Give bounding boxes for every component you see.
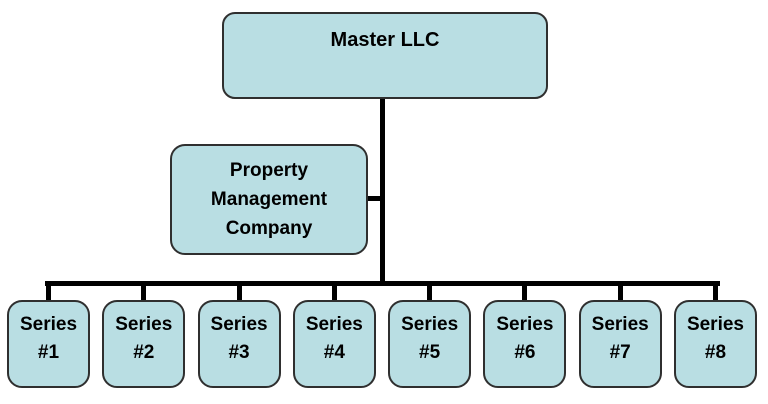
- org-node-series-7: Series #7: [578, 300, 662, 388]
- connector-stub-6: [522, 283, 528, 300]
- series-8-number: #8: [704, 342, 727, 363]
- series-5-number: #5: [419, 342, 441, 363]
- connector-stub-2: [141, 283, 147, 300]
- connector-horizontal-bus: [45, 281, 720, 286]
- series-4-number: #4: [323, 342, 345, 363]
- series-cell-3: Series #3: [197, 283, 281, 388]
- org-node-series-8: Series #8: [673, 300, 757, 388]
- pmc-label-line-1: Property: [229, 160, 309, 181]
- series-5-label: Series: [401, 314, 459, 335]
- connector-trunk: [380, 97, 385, 286]
- master-llc-label: Master LLC: [330, 29, 440, 51]
- connector-stub-1: [46, 283, 51, 300]
- org-node-series-2: Series #2: [102, 300, 186, 388]
- series-7-number: #7: [609, 342, 631, 363]
- connector-stub-8: [712, 283, 718, 300]
- org-node-series-4: Series #4: [292, 300, 376, 388]
- org-node-series-3: Series #3: [197, 300, 281, 388]
- series-3-number: #3: [228, 342, 250, 363]
- series-3-label: Series: [210, 314, 268, 335]
- org-node-series-5: Series #5: [388, 300, 472, 388]
- series-4-label: Series: [305, 314, 363, 335]
- series-6-number: #6: [514, 342, 536, 363]
- series-row: Series #1 Series #2 Series #3 Series #4: [7, 283, 757, 388]
- org-node-property-management-company: Property Management Company: [170, 144, 368, 255]
- series-6-label: Series: [496, 314, 554, 335]
- series-cell-4: Series #4: [292, 283, 376, 388]
- series-cell-2: Series #2: [102, 283, 186, 388]
- org-node-series-6: Series #6: [483, 300, 567, 388]
- series-cell-7: Series #7: [578, 283, 662, 388]
- connector-stub-4: [331, 283, 337, 300]
- connector-stub-3: [236, 283, 242, 300]
- series-cell-6: Series #6: [483, 283, 567, 388]
- series-cell-8: Series #8: [673, 283, 757, 388]
- series-2-number: #2: [133, 342, 155, 363]
- connector-pmc-branch: [366, 196, 381, 201]
- pmc-label-line-2: Management: [210, 189, 328, 210]
- series-8-label: Series: [686, 314, 744, 335]
- org-node-series-1: Series #1: [7, 300, 90, 388]
- connector-stub-5: [427, 283, 433, 300]
- pmc-label-line-3: Company: [225, 218, 313, 239]
- series-1-number: #1: [37, 342, 60, 363]
- series-2-label: Series: [115, 314, 173, 335]
- series-7-label: Series: [591, 314, 649, 335]
- series-1-label: Series: [19, 314, 78, 335]
- series-cell-5: Series #5: [388, 283, 472, 388]
- org-node-master-llc: Master LLC: [222, 12, 548, 99]
- series-cell-1: Series #1: [7, 283, 90, 388]
- connector-stub-7: [617, 283, 623, 300]
